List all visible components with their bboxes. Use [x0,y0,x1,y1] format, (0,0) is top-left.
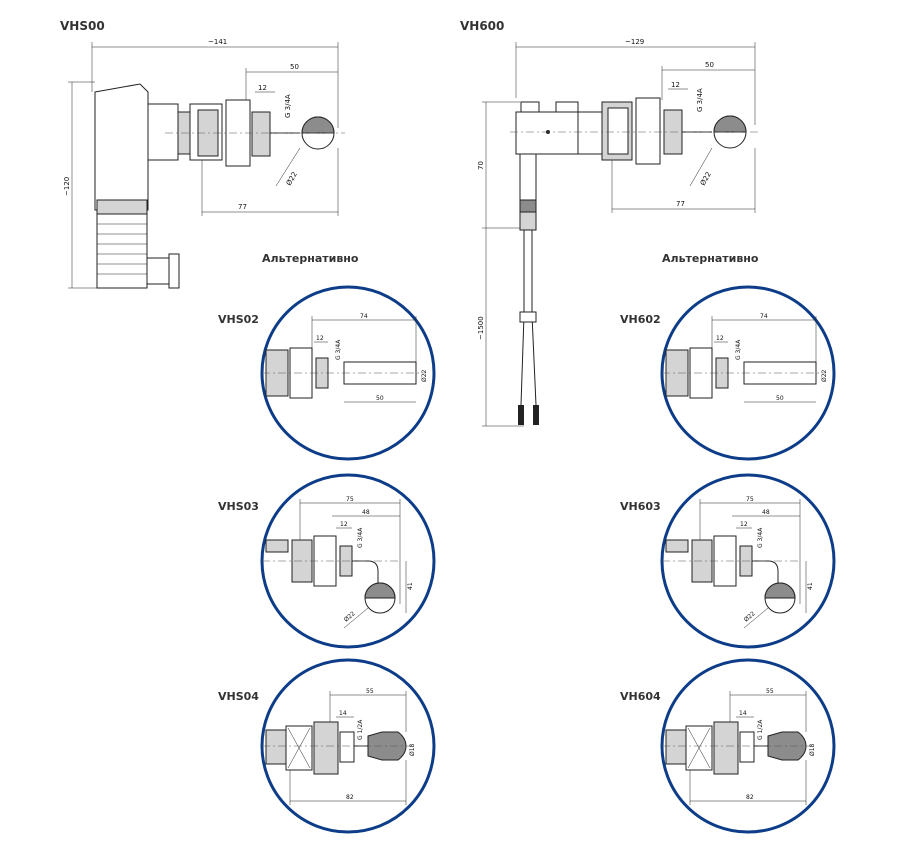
vhs02-74-dim: 74 [360,313,368,320]
vhs03-41-dim: 41 [407,582,414,590]
vh604-82-dim: 82 [746,794,754,801]
vh600-77-dim: 77 [676,200,685,208]
vhs04-55-dim: 55 [366,688,374,695]
vhs02-thread-dim: G 3/4A [335,339,342,360]
vhs03-75-dim: 75 [346,496,354,503]
vh603-drawing: VH603 75 48 12 G 3/4A 41 Ø22 [620,473,836,649]
vh604-14-dim: 14 [739,710,747,717]
vhs04-drawing: VHS04 55 14 G 1/2A Ø18 82 [218,658,436,834]
vh602-dia-dim: Ø22 [821,369,828,382]
vhs03-12-dim: 12 [340,521,348,528]
vh602-title: VH602 [620,313,661,326]
vhs00-ball-dim: Ø22 [285,171,299,187]
vh602-12-dim: 12 [716,335,724,342]
vhs04-thread-dim: G 1/2A [357,719,364,740]
vhs00-height-dim: ~120 [63,177,71,196]
vhs02-50-dim: 50 [376,395,384,402]
vh603-41-dim: 41 [807,582,814,590]
vhs04-dia-dim: Ø18 [409,743,416,756]
alternative-label-right: Альтернативно [662,252,759,265]
vhs00-title: VHS00 [60,19,105,33]
vhs04-14-dim: 14 [339,710,347,717]
vh603-48-dim: 48 [762,509,770,516]
vh600-50-dim: 50 [705,61,714,69]
vhs00-12-dim: 12 [258,84,267,92]
vhs02-dia-dim: Ø22 [421,369,428,382]
vhs03-ball-dim: Ø22 [343,610,357,623]
vh600-12-dim: 12 [671,81,680,89]
vhs04-title: VHS04 [218,690,259,703]
vh604-dia-dim: Ø18 [809,743,816,756]
vhs04-82-dim: 82 [346,794,354,801]
vhs03-48-dim: 48 [362,509,370,516]
vhs02-12-dim: 12 [316,335,324,342]
vh600-ball-dim: Ø22 [699,171,713,187]
vh602-50-dim: 50 [776,395,784,402]
vh600-cable-dim: ~1500 [477,316,485,340]
vh604-thread-dim: G 1/2A [757,719,764,740]
vh603-ball-dim: Ø22 [743,610,757,623]
vhs03-title: VHS03 [218,500,259,513]
vhs02-title: VHS02 [218,313,259,326]
vh600-total-dim: ~129 [625,38,644,46]
vh603-title: VH603 [620,500,661,513]
vhs00-50-dim: 50 [290,63,299,71]
vh604-55-dim: 55 [766,688,774,695]
vhs03-drawing: VHS03 75 48 12 G 3/4A 41 Ø22 [218,473,436,649]
vh600-thread-dim: G 3/4A [696,88,704,112]
vh602-thread-dim: G 3/4A [735,339,742,360]
alternative-label-left: Альтернативно [262,252,359,265]
vhs00-thread-dim: G 3/4A [284,94,292,118]
vh602-74-dim: 74 [760,313,768,320]
vh603-12-dim: 12 [740,521,748,528]
vhs00-77-dim: 77 [238,203,247,211]
vh604-drawing: VH604 55 14 G 1/2A Ø18 82 [620,658,836,834]
vh603-75-dim: 75 [746,496,754,503]
vhs02-drawing: VHS02 74 12 G 3/4A Ø22 50 [218,285,436,461]
vh600-title: VH600 [460,19,504,33]
vh602-drawing: VH602 74 12 G 3/4A Ø22 50 [620,285,836,461]
vhs03-thread-dim: G 3/4A [357,527,364,548]
vh600-70-dim: 70 [477,161,485,170]
vh603-thread-dim: G 3/4A [757,527,764,548]
vhs00-drawing: VHS00 ~141 50 12 G 3/4A ~120 [60,19,345,289]
vh600-drawing: VH600 ~129 50 12 G 3/4A 70 ~1500 [460,19,760,427]
vh604-title: VH604 [620,690,661,703]
vhs00-total-dim: ~141 [208,38,227,46]
